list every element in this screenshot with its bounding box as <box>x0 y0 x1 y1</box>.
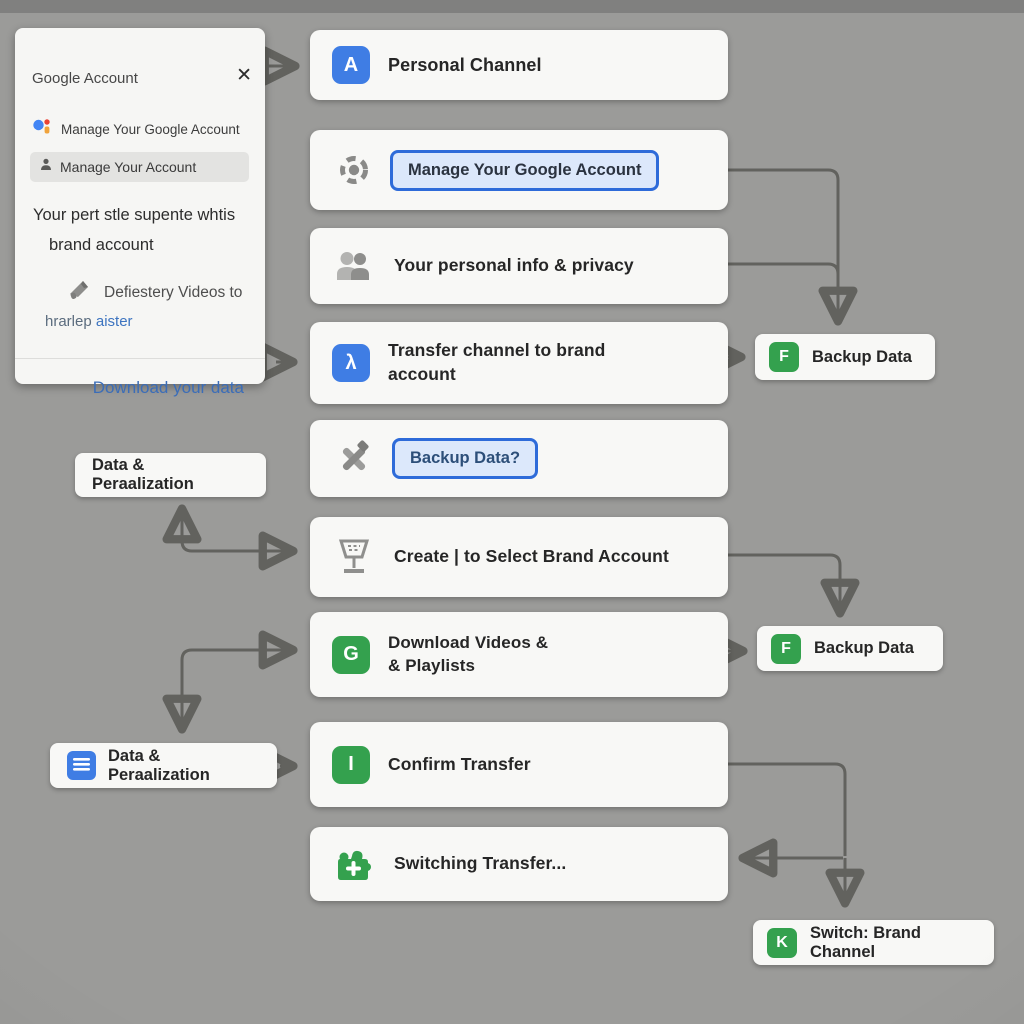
wire-create-to-backup2 <box>728 553 860 618</box>
list-icon <box>67 751 96 780</box>
delivery-videos-label: Defiestery Videos to <box>104 283 243 301</box>
letter-badge-f: F <box>771 633 801 664</box>
delivery-videos-item[interactable]: Defiestery Videos to <box>67 278 242 307</box>
trophy-icon <box>332 535 376 579</box>
google-assistant-icon <box>32 116 52 142</box>
letter-badge-i: I <box>332 745 370 784</box>
node-label: Data & Peraalization <box>92 456 194 493</box>
download-your-data-link[interactable]: Download your data <box>92 378 244 397</box>
manage-your-account-label: Manage Your Account <box>60 159 197 175</box>
top-strip <box>0 0 1024 13</box>
letter-badge-f: F <box>769 342 799 372</box>
node-data-personalization-1[interactable]: Data & Peraalization <box>75 453 266 497</box>
node-personal-channel[interactable]: A Personal Channel <box>310 30 728 100</box>
popup-divider <box>15 358 265 359</box>
crossed-tools-icon <box>332 439 376 479</box>
wire-confirm-elbow <box>728 762 847 856</box>
node-label: Backup Data <box>812 347 912 366</box>
node-backup-data-question[interactable]: Backup Data? <box>310 420 728 497</box>
popup-body-line2: brand account <box>49 236 154 254</box>
node-backup-data-1[interactable]: F Backup Data <box>755 334 935 380</box>
puzzle-icon <box>332 845 376 883</box>
popup-body-line1: Your pert stle supente whtis <box>33 206 236 224</box>
node-label: Switch: Brand Channel <box>810 923 921 961</box>
letter-badge-a: A <box>332 46 370 84</box>
node-label: Your personal info & privacy <box>394 255 634 276</box>
node-label: Personal Channel <box>388 54 542 75</box>
manage-google-account-label: Manage Your Google Account <box>61 121 240 137</box>
node-label: Create | to Select Brand Account <box>394 546 669 567</box>
wire-data-pers-top <box>162 504 298 571</box>
node-label: Backup Data <box>814 639 914 657</box>
popup-title: Google Account <box>32 70 138 87</box>
people-icon <box>332 250 376 282</box>
backup-data-pill[interactable]: Backup Data? <box>392 438 539 479</box>
letter-badge-k: K <box>767 927 797 958</box>
lambda-badge: λ <box>332 344 370 382</box>
gear-icon <box>332 152 376 188</box>
manage-google-account-item[interactable]: Manage Your Google Account <box>32 116 240 142</box>
node-label: Download Videos && Playlists <box>388 632 549 675</box>
google-account-popup: Google Account ✕ Manage Your Google Acco… <box>15 28 265 397</box>
node-confirm-transfer[interactable]: I Confirm Transfer <box>310 722 728 807</box>
popup-body-text: Your pert stle supente whtis brand accou… <box>33 200 247 260</box>
node-data-personalization-2[interactable]: Data & Peraalization <box>50 743 277 788</box>
manage-your-account-button[interactable]: Manage Your Account <box>30 152 249 182</box>
node-create-select-brand[interactable]: Create | to Select Brand Account <box>310 517 728 597</box>
letter-badge-g: G <box>332 635 370 674</box>
node-label: Switching Transfer... <box>394 853 567 874</box>
manage-google-account-pill[interactable]: Manage Your Google Account <box>390 149 660 191</box>
node-download-videos[interactable]: G Download Videos && Playlists <box>310 612 728 697</box>
close-icon[interactable]: ✕ <box>236 65 252 86</box>
node-label: Data & Peraalization <box>108 746 210 784</box>
node-backup-data-2[interactable]: F Backup Data <box>757 626 943 671</box>
wire-manage-to-backup1 <box>728 168 858 326</box>
wire-data-pers-bottom <box>162 630 298 734</box>
person-icon <box>40 158 52 176</box>
node-manage-google-account[interactable]: Manage Your Google Account <box>310 130 728 210</box>
node-switching-transfer[interactable]: Switching Transfer... <box>310 827 728 901</box>
node-personal-info-privacy[interactable]: Your personal info & privacy <box>310 228 728 304</box>
node-switch-brand-channel[interactable]: K Switch: Brand Channel <box>753 920 994 965</box>
node-label: Confirm Transfer <box>388 753 531 774</box>
wire-privacy-merge <box>728 262 840 275</box>
megaphone-icon <box>67 278 91 307</box>
delivery-videos-line2: hrarlep aister <box>45 313 133 330</box>
